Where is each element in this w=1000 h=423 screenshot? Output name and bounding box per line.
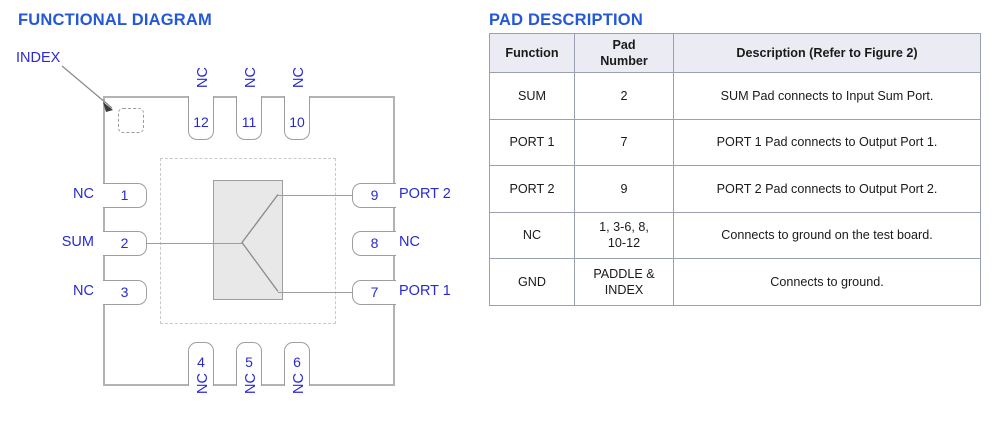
- cell-description: PORT 1 Pad connects to Output Port 1.: [673, 118, 981, 166]
- pin-label-9: PORT 2: [399, 186, 451, 202]
- wire-sum-to-splitter: [147, 242, 242, 244]
- cell-function: PORT 2: [489, 165, 575, 213]
- index-pad-marker: [118, 108, 144, 133]
- table-body: SUM 2 SUM Pad connects to Input Sum Port…: [489, 72, 981, 306]
- cell-function: GND: [489, 258, 575, 306]
- pin-label-8: NC: [399, 234, 420, 250]
- inner-dashed-boundary: [160, 158, 336, 324]
- pad-7[interactable]: 7: [352, 280, 396, 305]
- pin-label-3: NC: [73, 283, 94, 299]
- cell-pad-number: 7: [574, 118, 674, 166]
- table-row: PORT 2 9 PORT 2 Pad connects to Output P…: [489, 165, 981, 213]
- pin-label-7: PORT 1: [399, 283, 451, 299]
- pin-label-6: NC: [291, 373, 307, 394]
- table-row: SUM 2 SUM Pad connects to Input Sum Port…: [489, 72, 981, 120]
- splitter-symbol: [241, 194, 279, 292]
- pad-description-title: PAD DESCRIPTION: [489, 11, 643, 29]
- pin-label-10: NC: [291, 67, 307, 88]
- column-header-pad-number-line2: Number: [600, 54, 648, 68]
- pad-11[interactable]: 11: [236, 96, 262, 140]
- pin-label-1: NC: [73, 186, 94, 202]
- column-header-pad-number-line1: Pad: [612, 37, 636, 52]
- pad-12[interactable]: 12: [188, 96, 214, 140]
- pad-9[interactable]: 9: [352, 183, 396, 208]
- table-header: Function Pad Number Description (Refer t…: [489, 33, 981, 73]
- column-header-description: Description (Refer to Figure 2): [673, 33, 981, 73]
- table-row: NC 1, 3-6, 8, 10-12 Connects to ground o…: [489, 211, 981, 259]
- splitter-body: [213, 180, 283, 300]
- pad-1[interactable]: 1: [103, 183, 147, 208]
- diagram-vector-overlay: [61, 65, 279, 292]
- pad-4[interactable]: 4: [188, 342, 214, 386]
- table-row: GND PADDLE & INDEX Connects to ground.: [489, 258, 981, 306]
- cell-pad-number: 1, 3-6, 8, 10-12: [574, 211, 674, 259]
- cell-pad-number: 2: [574, 72, 674, 120]
- functional-diagram: INDEX 1 NC 2 SUM 3 NC 9 PORT 2 8 NC 7 PO…: [0, 0, 480, 423]
- table-row: PORT 1 7 PORT 1 Pad connects to Output P…: [489, 118, 981, 166]
- cell-description: Connects to ground.: [673, 258, 981, 306]
- cell-function: SUM: [489, 72, 575, 120]
- column-header-function: Function: [489, 33, 575, 73]
- cell-function: PORT 1: [489, 118, 575, 166]
- index-label: INDEX: [16, 50, 61, 66]
- pin-label-4: NC: [195, 373, 211, 394]
- pad-5[interactable]: 5: [236, 342, 262, 386]
- cell-pad-number-line1: 1, 3-6, 8,: [599, 220, 649, 235]
- pad-3[interactable]: 3: [103, 280, 147, 305]
- cell-description: SUM Pad connects to Input Sum Port.: [673, 72, 981, 120]
- pin-label-5: NC: [243, 373, 259, 394]
- pin-label-11: NC: [243, 67, 259, 88]
- pad-2[interactable]: 2: [103, 231, 147, 256]
- cell-function: NC: [489, 211, 575, 259]
- cell-pad-number-line2: 10-12: [607, 236, 641, 251]
- pad-10[interactable]: 10: [284, 96, 310, 140]
- pad-description-table-wrapper: Function Pad Number Description (Refer t…: [489, 33, 981, 306]
- cell-pad-number-line1: PADDLE &: [593, 266, 655, 281]
- cell-description: Connects to ground on the test board.: [673, 211, 981, 259]
- functional-diagram-title: FUNCTIONAL DIAGRAM: [18, 11, 212, 29]
- table-header-row: Function Pad Number Description (Refer t…: [489, 33, 981, 73]
- cell-pad-number: 9: [574, 165, 674, 213]
- pad-description-table: Function Pad Number Description (Refer t…: [489, 33, 981, 306]
- column-header-pad-number: Pad Number: [574, 33, 674, 73]
- cell-description: PORT 2 Pad connects to Output Port 2.: [673, 165, 981, 213]
- pin-label-12: NC: [195, 67, 211, 88]
- pin-label-2: SUM: [61, 234, 94, 250]
- wire-splitter-to-port1: [278, 291, 354, 293]
- pad-8[interactable]: 8: [352, 231, 396, 256]
- cell-pad-number-line2: INDEX: [604, 282, 644, 297]
- index-arrow-line: [61, 65, 113, 109]
- cell-pad-number: PADDLE & INDEX: [574, 258, 674, 306]
- wire-splitter-to-port2: [278, 194, 354, 196]
- pad-6[interactable]: 6: [284, 342, 310, 386]
- index-arrow-head: [103, 102, 113, 112]
